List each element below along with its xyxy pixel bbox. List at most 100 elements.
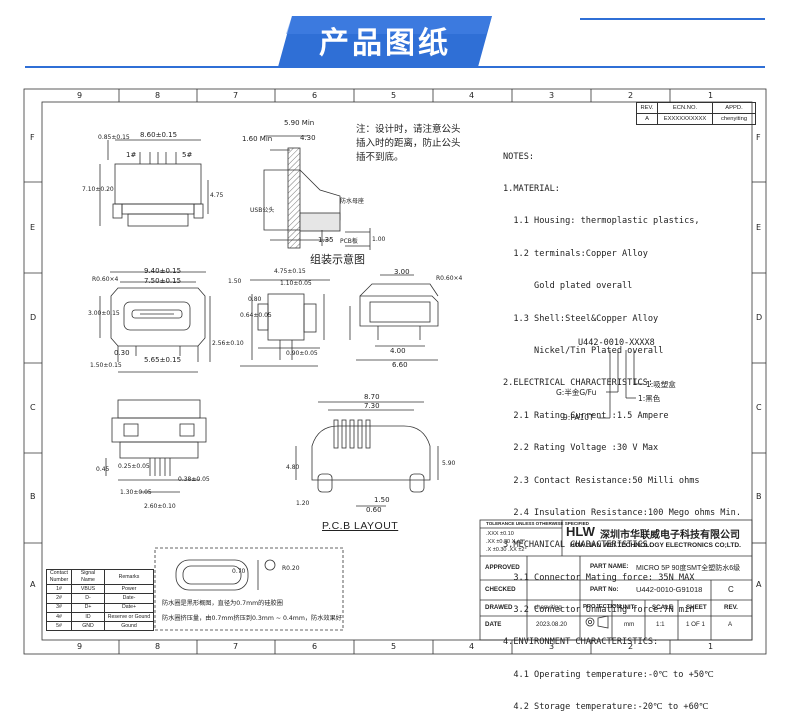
signal-header: Signal Name — [71, 569, 105, 585]
signal-cell: Date+ — [104, 602, 154, 613]
scale-label: SCALE — [652, 604, 673, 611]
date-value: 2023.08.20 — [536, 621, 567, 628]
dim-label: 3.00±0.15 — [88, 310, 120, 317]
row-label: B — [756, 492, 762, 501]
tolerance-row: .X ±0.30 .XX ±2° — [486, 547, 527, 553]
dim-label: 5.90 — [442, 460, 456, 467]
tolerance-row: .XXX ±0.10 — [486, 531, 514, 537]
dim-label: 7.30 — [364, 402, 380, 410]
dim-label: 4.00 — [390, 347, 406, 355]
part-code-opt: 9:PA10T — [563, 413, 594, 422]
signal-cell: 3# — [46, 602, 72, 613]
pcb-title: P.C.B LAYOUT — [322, 520, 399, 532]
dim-label: 4.75±0.15 — [274, 268, 306, 275]
company-logo: HLW — [566, 524, 595, 539]
col-label: 1 — [708, 91, 714, 100]
row-label: F — [30, 133, 35, 142]
col-label: 1 — [708, 642, 714, 651]
part-name-label: PART NAME: — [590, 563, 629, 570]
rev-label: REV. — [724, 604, 738, 611]
row-label: D — [756, 313, 763, 322]
dim-label: 0.64±0.05 — [240, 312, 272, 319]
dim-label: 1.50±0.15 — [90, 362, 122, 369]
dim-label: R0.20 — [282, 565, 300, 572]
note-line: NOTES: — [503, 151, 535, 162]
note-line: 4.2 Storage temperature:-20℃ to +60℃ — [503, 702, 709, 713]
signal-header: Remarks — [104, 569, 154, 585]
note-line: 2.ELECTRICAL CHARACTERISTICS: — [503, 378, 654, 389]
rev-cell: EXXXXXXXXXX — [657, 113, 713, 125]
banner: 产品图纸 — [0, 0, 790, 80]
row-label: B — [30, 492, 36, 501]
rev-header: REV. — [636, 102, 658, 114]
signal-header: Contact Number — [46, 569, 72, 585]
banner-graphic — [25, 16, 765, 68]
col-label: 7 — [233, 91, 239, 100]
title-block-grid — [479, 519, 753, 641]
col-label: 4 — [469, 642, 475, 651]
assembly-view — [263, 135, 371, 250]
note-line: 1.MATERIAL: — [503, 183, 560, 194]
row-label: D — [30, 313, 37, 322]
dim-label: R0.60×4 — [436, 275, 463, 282]
usb-label: USB公头 — [250, 207, 275, 214]
dim-label: 1.50 — [374, 496, 390, 504]
tolerance-row: .XX ±0.20 X ±3° — [486, 539, 526, 545]
dim-label: R0.60×4 — [92, 276, 119, 283]
part-name: MICRO 5P 90度SMT全塑防水6级 — [636, 565, 741, 572]
dim-label: 6.60 — [392, 361, 408, 369]
pcb-layout — [295, 401, 439, 507]
side-view — [240, 279, 330, 367]
row-label: C — [756, 403, 762, 412]
dim-label: 0.38±0.05 — [178, 476, 210, 483]
part-rev-letter: C — [728, 585, 734, 594]
top-view — [99, 139, 209, 227]
col-label: 3 — [549, 91, 555, 100]
note-line: 3.1 Connector Mating force: 35N MAX — [503, 572, 695, 583]
col-label: 3 — [549, 642, 555, 651]
row-label: A — [756, 580, 762, 589]
sheet-label: SHEET — [686, 604, 707, 611]
dim-label: 0.85±0.15 — [98, 134, 130, 141]
dim-label: 4.80 — [286, 464, 300, 471]
dim-label: 7.10±0.20 — [82, 186, 114, 193]
waterproof-label: 防水母座 — [340, 198, 365, 205]
dim-label: 0.25±0.05 — [118, 463, 150, 470]
dim-label: 1.50 — [228, 278, 242, 285]
projection-icon — [585, 615, 609, 629]
signal-cell: 2# — [46, 593, 72, 604]
drawed-label: DRAWED — [485, 604, 513, 611]
notes-block: NOTES: 1.MATERIAL: 1.1 Housing: thermopl… — [503, 130, 741, 724]
signal-cell: 4# — [46, 611, 72, 623]
note-line: 4.ENVIRONMENT CHARACTERISTICS: — [503, 637, 659, 648]
part-code: U442-0010-XXXX8 — [578, 338, 655, 348]
dim-label: 2.60±0.10 — [144, 503, 176, 510]
dim-label: 0.45 — [96, 466, 110, 473]
rev-value: A — [728, 621, 733, 628]
tolerance-title: TOLERANCE UNLESS OTHERWISE SPECIFIED — [486, 521, 589, 526]
bottom-view — [105, 399, 207, 493]
note-line: 1.1 Housing: thermoplastic plastics, — [503, 216, 700, 227]
rev-header: APPD. — [712, 102, 756, 114]
signal-cell: Date- — [104, 593, 154, 604]
note-line: 2.1 Rating Current :1.5 Ampere — [503, 410, 669, 421]
col-label: 8 — [155, 91, 161, 100]
dim-label: 5.90 Min — [284, 119, 315, 127]
dim-label: 8.60±0.15 — [140, 131, 178, 139]
sheet-value: 1 OF 1 — [686, 621, 705, 628]
signal-cell: D- — [71, 593, 105, 604]
signal-cell: Reserve or Gound — [104, 611, 154, 623]
design-note: 注：设计时，请注意公头插入时的距离，防止公头插不到底。 — [356, 124, 461, 163]
unit-label: UNIT: — [620, 604, 636, 611]
part-no-label: PART No: — [590, 586, 619, 593]
dim-label: 5# — [182, 151, 193, 159]
part-code-leaders — [598, 350, 644, 419]
rev-header: ECN.NO. — [657, 102, 713, 114]
dim-label: 4.30 — [300, 134, 316, 142]
dim-label: 0.30 — [114, 349, 130, 357]
note-line: Gold plated overall — [503, 281, 633, 292]
note-line: 3.2 Connector Unmating force:7N min — [503, 605, 695, 616]
gasket-note: 防水圈是黑形概图，直径为0.7mm的硅胶圈 — [162, 600, 283, 607]
note-line: 2.4 Insulation Resistance:100 Mego ohms … — [503, 507, 741, 518]
note-line: 2.2 Rating Voltage :30 V Max — [503, 443, 659, 454]
